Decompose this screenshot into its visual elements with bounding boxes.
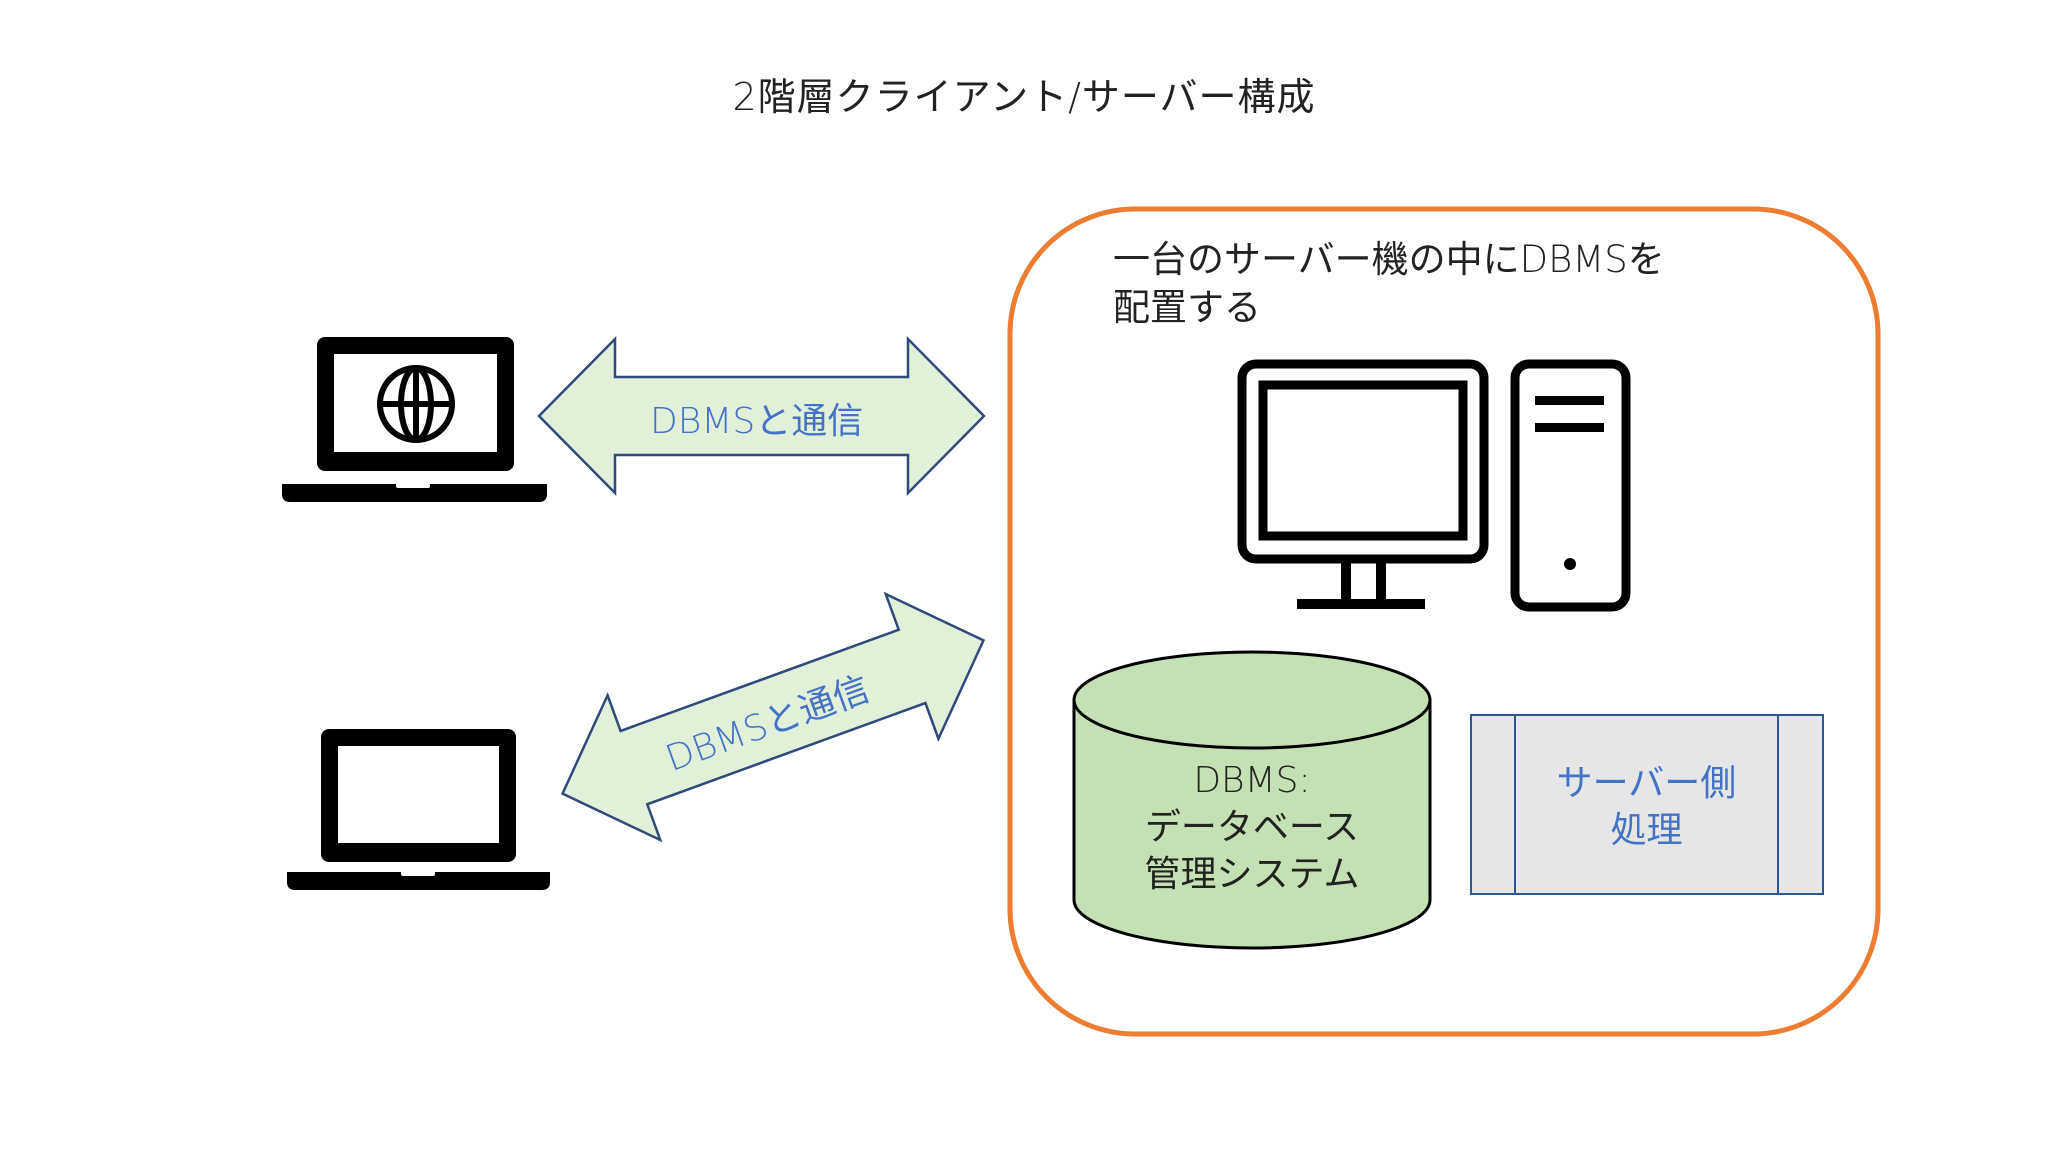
server-caption-line1: 一台のサーバー機の中にDBMSを (1113, 238, 1665, 281)
desktop-computer-icon (1237, 359, 1631, 612)
laptop-icon (287, 729, 550, 890)
server-process-box (1470, 714, 1824, 895)
process-label-line2: 処理 (1610, 810, 1683, 851)
server-caption: 一台のサーバー機の中にDBMSを 配置する (1113, 236, 1713, 332)
process-label: サーバー側 処理 (1515, 760, 1778, 854)
database-label: DBMS: データベース 管理システム (1072, 757, 1432, 898)
database-cylinder (1072, 650, 1432, 950)
server-enclosure (1007, 206, 1881, 1037)
database-label-line2: データベース (1144, 807, 1360, 848)
globe-icon (377, 365, 455, 443)
bidirectional-arrow-top (537, 335, 986, 497)
arrow-label-top: DBMSと通信 (650, 401, 864, 442)
monitor-icon (1237, 359, 1489, 609)
process-label-line1: サーバー側 (1556, 763, 1737, 804)
database-label-line1: DBMS: (1193, 760, 1311, 801)
bidirectional-arrow-bottom (560, 591, 986, 843)
database-label-line3: 管理システム (1144, 854, 1360, 895)
server-caption-line2: 配置する (1113, 286, 1261, 329)
laptop-globe-icon (282, 337, 547, 502)
tower-icon (1510, 359, 1631, 612)
diagram-title: 2階層クライアント/サーバー構成 (732, 75, 1316, 119)
